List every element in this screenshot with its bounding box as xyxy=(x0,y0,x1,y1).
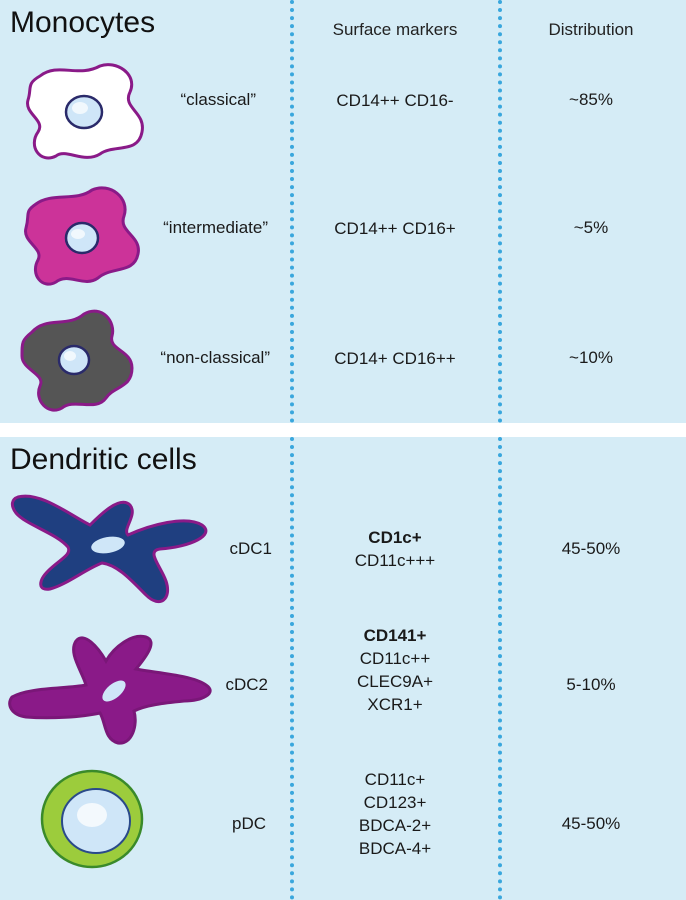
cdc1-label: cDC1 xyxy=(229,539,272,558)
non-classical-distribution: ~10% xyxy=(569,348,613,367)
pdc-distribution: 45-50% xyxy=(561,814,621,833)
dendritic-cells-title: Dendritic cells xyxy=(10,443,197,476)
cdc1-distribution: 45-50% xyxy=(561,539,621,558)
cdc1-markers: CD1c+ CD11c+++ xyxy=(300,526,490,572)
non-classical-markers: CD14+ CD16++ xyxy=(334,349,456,368)
column-divider xyxy=(290,437,294,900)
cdc1-cell-illustration xyxy=(10,494,208,603)
cdc2-marker-bold: CD141+ xyxy=(363,626,427,645)
intermediate-markers: CD14++ CD16+ xyxy=(334,219,456,238)
pdc-label: pDC xyxy=(231,814,266,833)
pdc-marker: CD11c+ xyxy=(364,770,426,789)
cdc1-marker: CD11c+++ xyxy=(354,551,436,570)
pdc-markers: CD11c+ CD123+ BDCA-2+ BDCA-4+ xyxy=(300,768,490,860)
column-divider xyxy=(498,437,502,900)
intermediate-label: “intermediate” xyxy=(163,218,268,237)
column-divider xyxy=(498,0,502,423)
intermediate-distribution: ~5% xyxy=(573,218,609,237)
monocytes-panel: Monocytes Surface markers Distribution “… xyxy=(0,0,686,423)
pdc-marker: CD123+ xyxy=(363,793,427,812)
classical-markers: CD14++ CD16- xyxy=(336,91,454,110)
pdc-cell-illustration xyxy=(40,769,144,869)
pdc-marker: BDCA-2+ xyxy=(358,816,432,835)
intermediate-monocyte-illustration xyxy=(24,186,140,286)
cdc2-label: cDC2 xyxy=(225,675,268,694)
non-classical-monocyte-illustration xyxy=(20,309,134,412)
cdc2-marker: XCR1+ xyxy=(367,695,423,714)
non-classical-label: “non-classical” xyxy=(160,348,270,367)
cdc2-cell-illustration xyxy=(8,634,212,745)
distribution-header: Distribution xyxy=(548,20,634,39)
pdc-marker: BDCA-4+ xyxy=(358,839,432,858)
dendritic-cells-panel: Dendritic cells cDC1 CD1c+ CD11c+++ 45-5… xyxy=(0,437,686,900)
cdc1-marker-bold: CD1c+ xyxy=(368,528,422,547)
classical-distribution: ~85% xyxy=(569,90,613,109)
column-divider xyxy=(290,0,294,423)
classical-label: “classical” xyxy=(180,90,256,109)
cdc2-marker: CD11c++ xyxy=(359,649,431,668)
surface-markers-header: Surface markers xyxy=(332,20,458,39)
cdc2-markers: CD141+ CD11c++ CLEC9A+ XCR1+ xyxy=(300,624,490,716)
cdc2-marker: CLEC9A+ xyxy=(356,672,434,691)
classical-monocyte-illustration xyxy=(26,63,144,160)
cdc2-distribution: 5-10% xyxy=(566,675,616,694)
monocytes-title: Monocytes xyxy=(10,6,156,39)
